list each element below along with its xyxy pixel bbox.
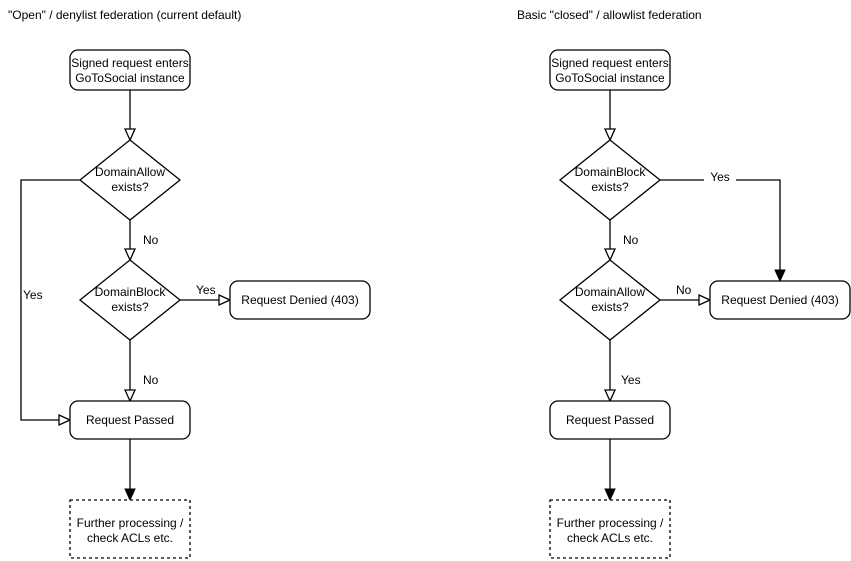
edge-label-yes: Yes — [23, 288, 43, 302]
edge-label-bg — [704, 169, 736, 183]
further-processing-node — [549, 499, 671, 559]
edge-decision1-passed — [20, 179, 80, 421]
arrowhead-solid-icon — [774, 269, 786, 283]
decision1-line2: exists? — [111, 180, 149, 194]
arrowhead-open-icon — [123, 128, 137, 142]
denied-node-label: Request Denied (403) — [241, 293, 358, 307]
arrowhead-open-icon — [58, 413, 72, 427]
arrowhead-open-icon — [123, 389, 137, 403]
start-node-line2: GoToSocial instance — [75, 71, 185, 85]
chart-closed-allowlist: Basic "closed" / allowlist federation Ye… — [517, 8, 851, 559]
chart-title: "Open" / denylist federation (current de… — [8, 8, 241, 22]
edge-label-no: No — [676, 283, 692, 297]
edge-decision1-denied — [660, 179, 781, 270]
decision1-line2: exists? — [591, 180, 629, 194]
start-node-line1: Signed request enters — [551, 56, 668, 70]
edge-label-yes: Yes — [621, 373, 641, 387]
further-node-line1: Further processing / — [77, 516, 184, 530]
decision-domainallow — [558, 259, 662, 341]
arrowhead-open-icon — [698, 293, 712, 307]
decision1-line1: DomainBlock — [575, 165, 647, 179]
edge-label-no: No — [143, 233, 159, 247]
edge-label-yes: Yes — [710, 170, 730, 184]
start-node — [549, 49, 671, 91]
passed-node-label: Request Passed — [86, 413, 174, 427]
start-node — [69, 49, 191, 91]
denied-node-label: Request Denied (403) — [721, 293, 838, 307]
arrowhead-open-icon — [218, 293, 232, 307]
decision2-line2: exists? — [591, 300, 629, 314]
chart-title: Basic "closed" / allowlist federation — [517, 8, 702, 22]
further-node-line1: Further processing / — [557, 516, 664, 530]
further-processing-node — [69, 499, 191, 559]
passed-node — [69, 400, 191, 440]
arrowhead-open-icon — [603, 128, 617, 142]
arrowhead-solid-icon — [604, 488, 616, 502]
denied-node — [709, 280, 851, 320]
decision2-line1: DomainAllow — [575, 285, 645, 299]
denied-node — [229, 280, 371, 320]
decision2-line2: exists? — [111, 300, 149, 314]
passed-node — [549, 400, 671, 440]
chart-open-denylist: "Open" / denylist federation (current de… — [8, 8, 371, 559]
decision1-line1: DomainAllow — [95, 165, 165, 179]
passed-node-label: Request Passed — [566, 413, 654, 427]
arrowhead-solid-icon — [124, 488, 136, 502]
decision-domainblock — [558, 139, 662, 221]
decision2-line1: DomainBlock — [95, 285, 167, 299]
decision-domainallow — [78, 139, 182, 221]
start-node-line1: Signed request enters — [71, 56, 188, 70]
decision-domainblock — [78, 259, 182, 341]
further-node-line2: check ACLs etc. — [567, 531, 653, 545]
further-node-line2: check ACLs etc. — [87, 531, 173, 545]
edge-label-no: No — [143, 373, 159, 387]
start-node-line2: GoToSocial instance — [555, 71, 665, 85]
arrowhead-open-icon — [123, 248, 137, 262]
arrowhead-open-icon — [603, 248, 617, 262]
arrowhead-open-icon — [603, 389, 617, 403]
edge-label-no: No — [623, 233, 639, 247]
edge-label-yes: Yes — [196, 283, 216, 297]
